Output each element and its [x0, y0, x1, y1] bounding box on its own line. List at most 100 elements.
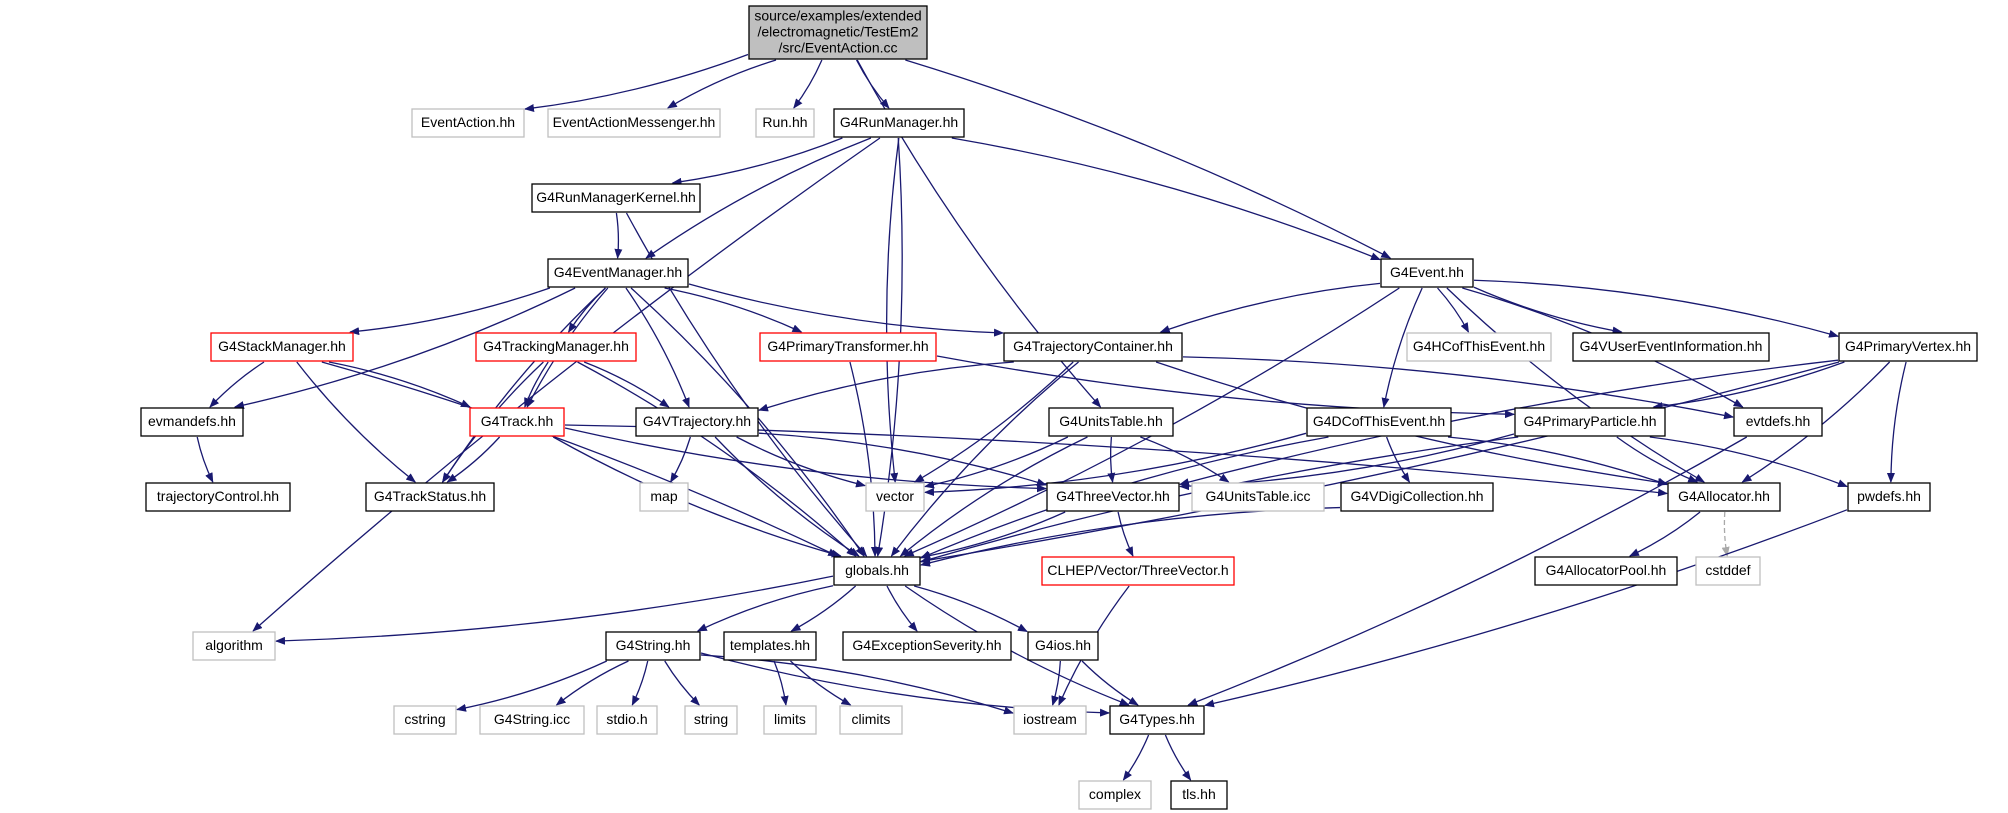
node-g4sm[interactable]: G4StackManager.hh	[210, 332, 354, 362]
node-box-algorithm	[192, 631, 276, 661]
node-g4tv[interactable]: G4ThreeVector.hh	[1046, 482, 1180, 512]
node-box-g4exc	[842, 631, 1012, 661]
node-g4tc[interactable]: G4TrajectoryContainer.hh	[1003, 332, 1183, 362]
node-g4types[interactable]: G4Types.hh	[1109, 705, 1205, 735]
node-label-g4pv: G4PrimaryVertex.hh	[1845, 338, 1971, 354]
edge-g4tm-to-globals	[577, 361, 857, 557]
edge-globals-to-g4types	[904, 585, 1130, 706]
node-label-ea: EventAction.hh	[421, 114, 515, 130]
node-box-complex	[1078, 780, 1152, 810]
node-label-g4rm: G4RunManager.hh	[840, 114, 958, 130]
edge-g4track-to-globals	[552, 436, 842, 558]
edge-g4track-to-g4ts	[446, 436, 501, 483]
edge-g4vtraj-to-map	[670, 436, 692, 483]
edge-g4sm-to-evmandefs	[209, 361, 265, 408]
node-stdio: stdio.h	[596, 705, 658, 735]
edge-g4em-to-g4pt	[664, 287, 803, 333]
node-box-tls	[1170, 780, 1228, 810]
edge-g4em-to-g4ts	[442, 287, 606, 483]
node-templates[interactable]: templates.hh	[723, 631, 817, 661]
node-box-g4tm	[475, 332, 637, 362]
node-label-eam: EventActionMessenger.hh	[553, 114, 716, 130]
node-tls[interactable]: tls.hh	[1170, 780, 1228, 810]
node-g4pv[interactable]: G4PrimaryVertex.hh	[1838, 332, 1978, 362]
node-g4em[interactable]: G4EventManager.hh	[547, 258, 689, 288]
node-label-templates: templates.hh	[730, 637, 810, 653]
node-label-g4ts: G4TrackStatus.hh	[374, 488, 486, 504]
node-g4str[interactable]: G4String.hh	[605, 631, 701, 661]
node-g4ts[interactable]: G4TrackStatus.hh	[365, 482, 495, 512]
node-box-string	[684, 705, 738, 735]
edge-g4sm-to-globals	[321, 361, 839, 557]
node-g4dc[interactable]: G4DCofThisEvent.hh	[1306, 407, 1452, 437]
node-box-eam	[547, 108, 721, 138]
edge-g4ut-to-g4uticc	[1140, 436, 1230, 483]
node-globals[interactable]: globals.hh	[833, 556, 921, 586]
node-evtdefs[interactable]: evtdefs.hh	[1733, 407, 1823, 437]
node-g4pp[interactable]: G4PrimaryParticle.hh	[1514, 407, 1666, 437]
node-label-g4rmk: G4RunManagerKernel.hh	[536, 189, 696, 205]
node-label-cstddef: cstddef	[1705, 562, 1750, 578]
node-g4alloc[interactable]: G4Allocator.hh	[1667, 482, 1781, 512]
node-box-trajctrl	[145, 482, 291, 512]
node-g4pt[interactable]: G4PrimaryTransformer.hh	[759, 332, 937, 362]
node-label-g4ev: G4Event.hh	[1390, 264, 1464, 280]
node-label-trajctrl: trajectoryControl.hh	[157, 488, 279, 504]
node-label-clhep: CLHEP/Vector/ThreeVector.h	[1047, 562, 1228, 578]
edge-g4str-to-iostream	[700, 654, 1014, 715]
node-label-g4exc: G4ExceptionSeverity.hh	[852, 637, 1001, 653]
node-label-globals: globals.hh	[845, 562, 909, 578]
edge-g4em-to-g4vtraj	[625, 287, 690, 408]
node-g4ut[interactable]: G4UnitsTable.hh	[1048, 407, 1174, 437]
edge-globals-to-g4str	[696, 585, 834, 632]
node-box-map	[639, 482, 689, 512]
node-g4hc: G4HCofThisEvent.hh	[1406, 332, 1552, 362]
edge-evtdefs-to-g4types	[1187, 436, 1748, 706]
node-label-evtdefs: evtdefs.hh	[1746, 413, 1811, 429]
node-g4ap[interactable]: G4AllocatorPool.hh	[1534, 556, 1678, 586]
node-cstring: cstring	[393, 705, 457, 735]
node-label-g4pt: G4PrimaryTransformer.hh	[767, 338, 928, 354]
node-label-root-0: source/examples/extended	[754, 8, 921, 24]
node-g4uticc: G4UnitsTable.icc	[1191, 482, 1325, 512]
edge-templates-to-climits	[790, 660, 852, 706]
node-label-g4em: G4EventManager.hh	[554, 264, 682, 280]
node-box-iostream	[1013, 705, 1087, 735]
edge-g4alloc-to-cstddef	[1721, 511, 1730, 557]
edge-g4ev-to-g4dc	[1381, 287, 1423, 408]
node-g4ev[interactable]: G4Event.hh	[1380, 258, 1474, 288]
node-label-g4pp: G4PrimaryParticle.hh	[1523, 413, 1656, 429]
node-g4ios[interactable]: G4ios.hh	[1027, 631, 1099, 661]
node-clhep[interactable]: CLHEP/Vector/ThreeVector.h	[1041, 556, 1235, 586]
edge-g4em-to-g4tm	[568, 287, 606, 333]
edge-g4tc-to-g4vtraj	[758, 361, 1014, 412]
node-g4track[interactable]: G4Track.hh	[469, 407, 565, 437]
node-g4exc[interactable]: G4ExceptionSeverity.hh	[842, 631, 1012, 661]
node-g4stricc: G4String.icc	[479, 705, 585, 735]
node-trajctrl[interactable]: trajectoryControl.hh	[145, 482, 291, 512]
node-g4vuei[interactable]: G4VUserEventInformation.hh	[1572, 332, 1770, 362]
node-box-g4track	[469, 407, 565, 437]
node-box-evtdefs	[1733, 407, 1823, 437]
node-g4tm[interactable]: G4TrackingManager.hh	[475, 332, 637, 362]
node-label-algorithm: algorithm	[205, 637, 263, 653]
edge-g4ios-to-iostream	[1051, 660, 1062, 706]
node-g4rm[interactable]: G4RunManager.hh	[833, 108, 965, 138]
node-evmandefs[interactable]: evmandefs.hh	[140, 407, 244, 437]
node-box-cstring	[393, 705, 457, 735]
node-box-g4uticc	[1191, 482, 1325, 512]
node-box-g4tv	[1046, 482, 1180, 512]
node-g4vtraj[interactable]: G4VTrajectory.hh	[635, 407, 759, 437]
node-pwdefs[interactable]: pwdefs.hh	[1847, 482, 1931, 512]
node-box-root	[748, 5, 928, 60]
edge-root-to-g4ev	[905, 59, 1392, 259]
node-g4vdc[interactable]: G4VDigiCollection.hh	[1340, 482, 1494, 512]
node-box-g4ev	[1380, 258, 1474, 288]
node-limits: limits	[763, 705, 817, 735]
edge-g4str-to-string	[664, 660, 700, 706]
edge-root-to-run	[793, 59, 823, 109]
node-box-g4alloc	[1667, 482, 1781, 512]
node-g4rmk[interactable]: G4RunManagerKernel.hh	[531, 183, 701, 213]
node-vector: vector	[865, 482, 925, 512]
node-label-g4vuei: G4VUserEventInformation.hh	[1580, 338, 1763, 354]
